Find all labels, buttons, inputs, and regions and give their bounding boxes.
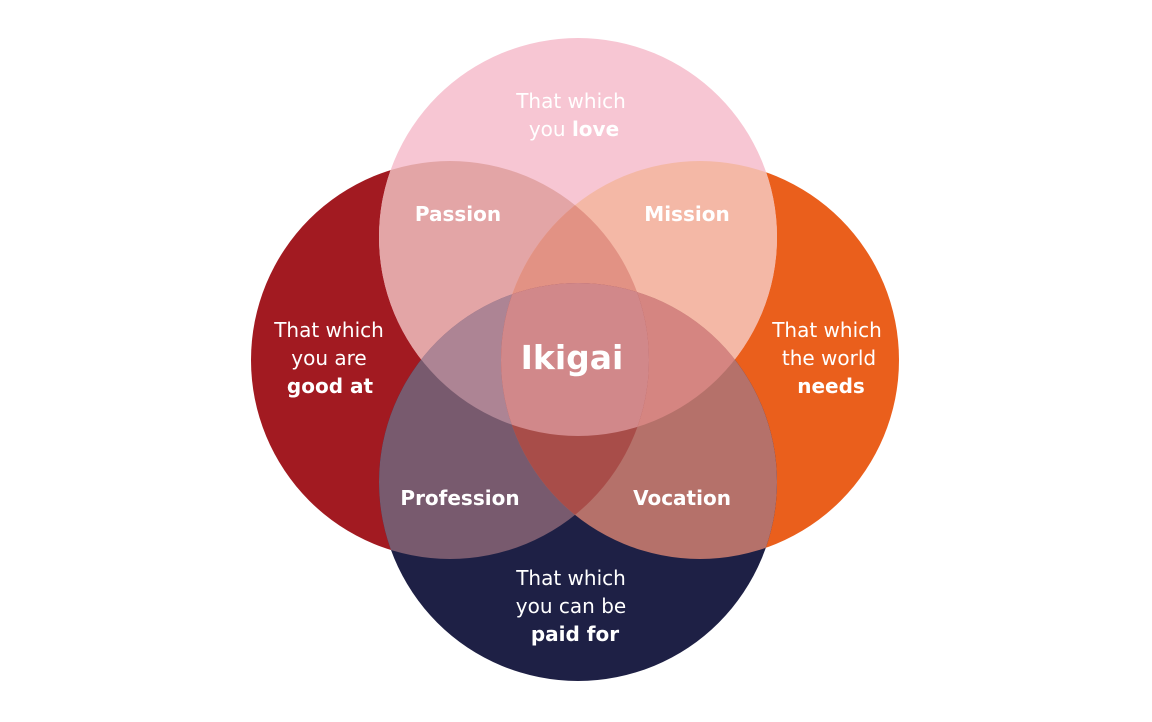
good-at-label-line1: That which [273, 318, 384, 342]
world-needs-label-line1: That which [771, 318, 882, 342]
good-at-label-line3: good at [287, 374, 374, 398]
paid-for-label-line1: That which [515, 566, 626, 590]
love-label-line1: That which [515, 89, 626, 113]
world-needs-label-line2: the world [782, 346, 876, 370]
overlap-core-left [379, 283, 649, 436]
paid-for-label-line3: paid for [531, 622, 619, 646]
good-at-label-line2: you are [291, 346, 366, 370]
overlap-core-top [501, 161, 649, 436]
love-label-bold: love [572, 117, 619, 141]
world-needs-label-line3: needs [797, 374, 865, 398]
paid-for-label-line2: you can be [516, 594, 626, 618]
passion-label: Passion [415, 202, 501, 226]
overlap-core-right [501, 283, 777, 436]
mission-label: Mission [644, 202, 729, 226]
vocation-label: Vocation [633, 486, 731, 510]
ikigai-center-label: Ikigai [521, 338, 624, 377]
profession-label: Profession [400, 486, 519, 510]
love-label-prefix: you [529, 117, 572, 141]
love-label-line2: you love [529, 117, 619, 141]
overlap-core-bottom [501, 283, 649, 559]
